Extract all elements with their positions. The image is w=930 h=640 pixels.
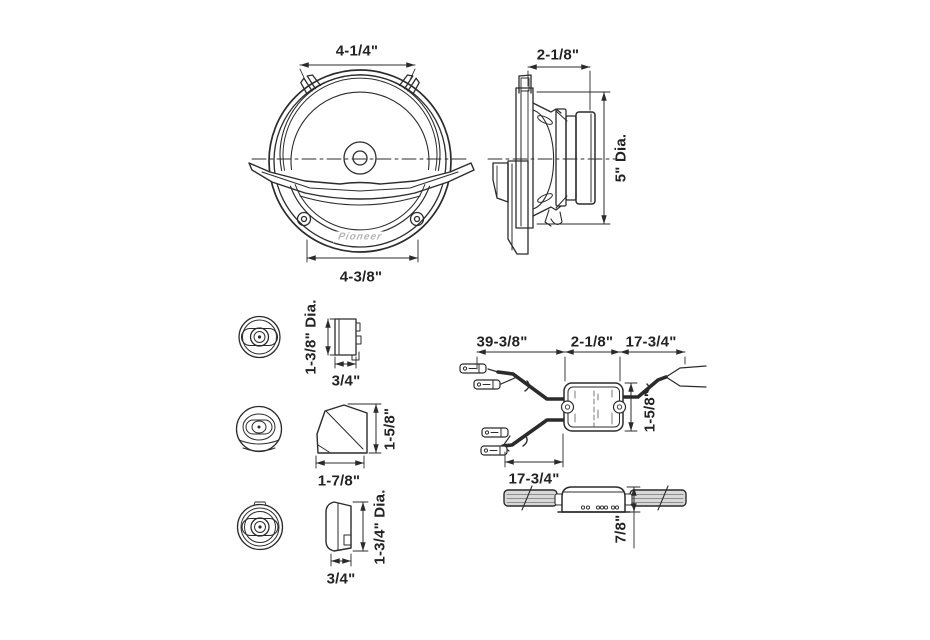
- dim-label-tweeter-angled-height: 1-5/8": [381, 407, 399, 451]
- crossover-side-view: [503, 485, 687, 513]
- tweeter-angled-front: [235, 405, 283, 453]
- solder-pins: [580, 505, 620, 510]
- dim-label-tweeter-flush-depth: 3/4": [326, 570, 356, 588]
- dim-label-network-lower-lead: 17-3/4": [508, 470, 560, 488]
- dimension-lines-tweeter-surface: [325, 318, 357, 369]
- magnet: [575, 111, 596, 205]
- dim-label-woofer-diameter: 5" Dia.: [612, 133, 630, 183]
- dim-label-woofer-bottom-width: 4-3/8": [339, 268, 383, 286]
- tweeter-angled-side: [316, 404, 368, 454]
- dim-label-woofer-depth: 2-1/8": [536, 46, 580, 64]
- mounting-tab: [398, 74, 420, 95]
- dimension-lines-crossover-side: [626, 486, 641, 549]
- dimension-lines-tweeter-flush: [330, 501, 369, 567]
- break-marks: [522, 380, 650, 447]
- woofer-side-view: [487, 74, 617, 255]
- tweeter-surface-front: [238, 315, 281, 359]
- dimension-lines-woofer: [299, 62, 611, 263]
- dim-label-woofer-top-width: 4-1/4": [335, 42, 379, 60]
- spade-connector: [480, 445, 508, 456]
- mounting-bracket: [248, 162, 475, 206]
- spade-connector: [473, 379, 501, 390]
- dim-label-tweeter-flush-dia: 1-3/4" Dia.: [371, 489, 389, 565]
- crossover-screw: [612, 400, 627, 414]
- dim-label-network-left-lead: 39-3/8": [476, 333, 528, 351]
- dim-label-tweeter-surface-dia: 1-3/8" Dia.: [302, 299, 320, 375]
- dim-label-network-right-lead: 17-3/4": [625, 333, 677, 351]
- mounting-tab: [300, 74, 322, 95]
- dim-label-tweeter-angled-width: 1-7/8": [317, 472, 361, 490]
- crossover-top-view: [459, 363, 707, 456]
- screw-hole: [296, 211, 312, 227]
- tweeter-surface-side: [334, 318, 362, 361]
- brand-logo: Pioneer: [332, 231, 388, 243]
- crossover-box-profile: [561, 486, 626, 513]
- dim-label-tweeter-surface-depth: 3/4": [331, 372, 361, 390]
- tweeter-flush-front: [236, 501, 284, 551]
- spade-connector: [481, 427, 509, 438]
- dim-label-network-body-width: 2-1/8": [570, 333, 614, 351]
- dimension-lines-crossover-top: [476, 349, 686, 468]
- crossover-screw: [560, 400, 575, 414]
- spade-connector: [459, 363, 487, 374]
- dimension-lines-tweeter-angled: [315, 403, 382, 469]
- woofer-front-view: [248, 69, 475, 253]
- dust-cap: [343, 141, 377, 175]
- dim-label-network-body-height: 1-5/8": [641, 389, 659, 433]
- dim-label-network-side-height: 7/8": [612, 514, 630, 544]
- tweeter-flush-side: [325, 501, 352, 552]
- top-tab: [518, 74, 532, 94]
- screw-hole: [409, 211, 425, 227]
- crossover-print: [574, 389, 613, 427]
